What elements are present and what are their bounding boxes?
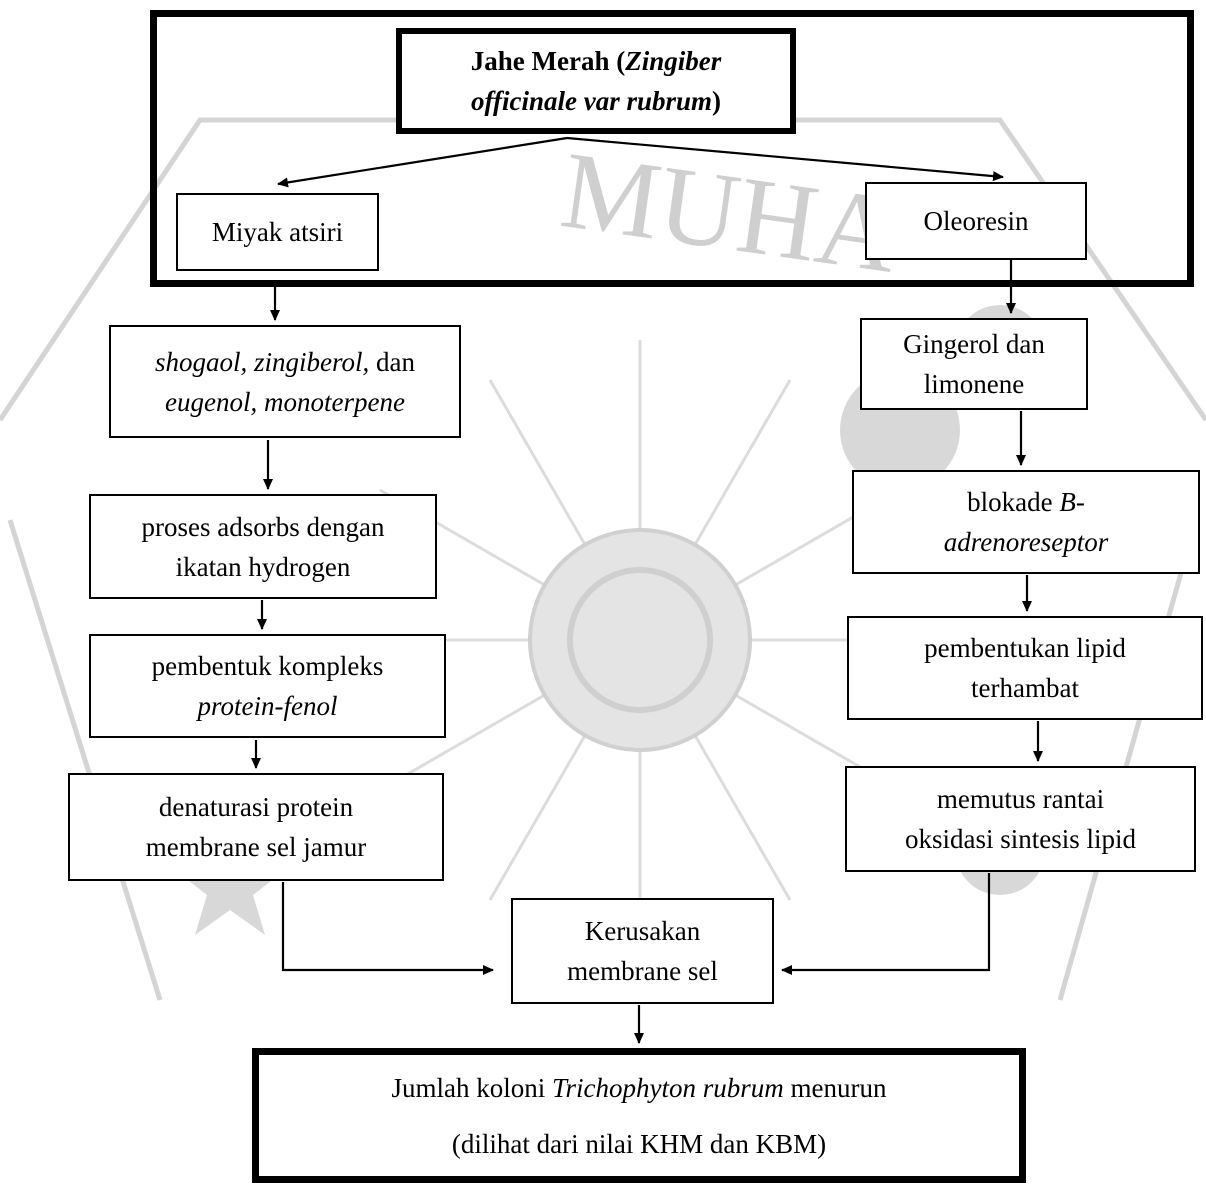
kerusakan-node: Kerusakan membrane sel: [511, 898, 774, 1004]
root-node: Jahe Merah (Zingiber officinale var rubr…: [396, 28, 796, 134]
hasil-node: Jumlah koloni Trichophyton rubrum menuru…: [252, 1048, 1026, 1183]
top-frame: [150, 10, 1194, 287]
denaturasi-node: denaturasi protein membrane sel jamur: [68, 773, 444, 881]
arrow-root-to-minyak: [277, 136, 568, 188]
kompleks-node: pembentuk kompleks protein-fenol: [89, 634, 446, 738]
gingerol-node: Gingerol dan limonene: [860, 318, 1088, 410]
oleoresin-node: Oleoresin: [865, 182, 1087, 260]
arrow-denaturasi-to-kerusakan: [281, 882, 494, 975]
blokade-node: blokade B- adrenoreseptor: [852, 470, 1200, 574]
lipid-node: pembentukan lipid terhambat: [847, 616, 1203, 720]
arrow-rantai-to-kerusakan: [781, 873, 991, 975]
komponen-atsiri-node: shogaol, zingiberol, dan eugenol, monote…: [109, 325, 461, 438]
arrow-root-to-oleoresin: [566, 136, 1004, 182]
adsorbs-node: proses adsorbs dengan ikatan hydrogen: [89, 494, 437, 599]
minyak-atsiri-node: Miyak atsiri: [176, 193, 379, 271]
rantai-node: memutus rantai oksidasi sintesis lipid: [845, 766, 1196, 872]
